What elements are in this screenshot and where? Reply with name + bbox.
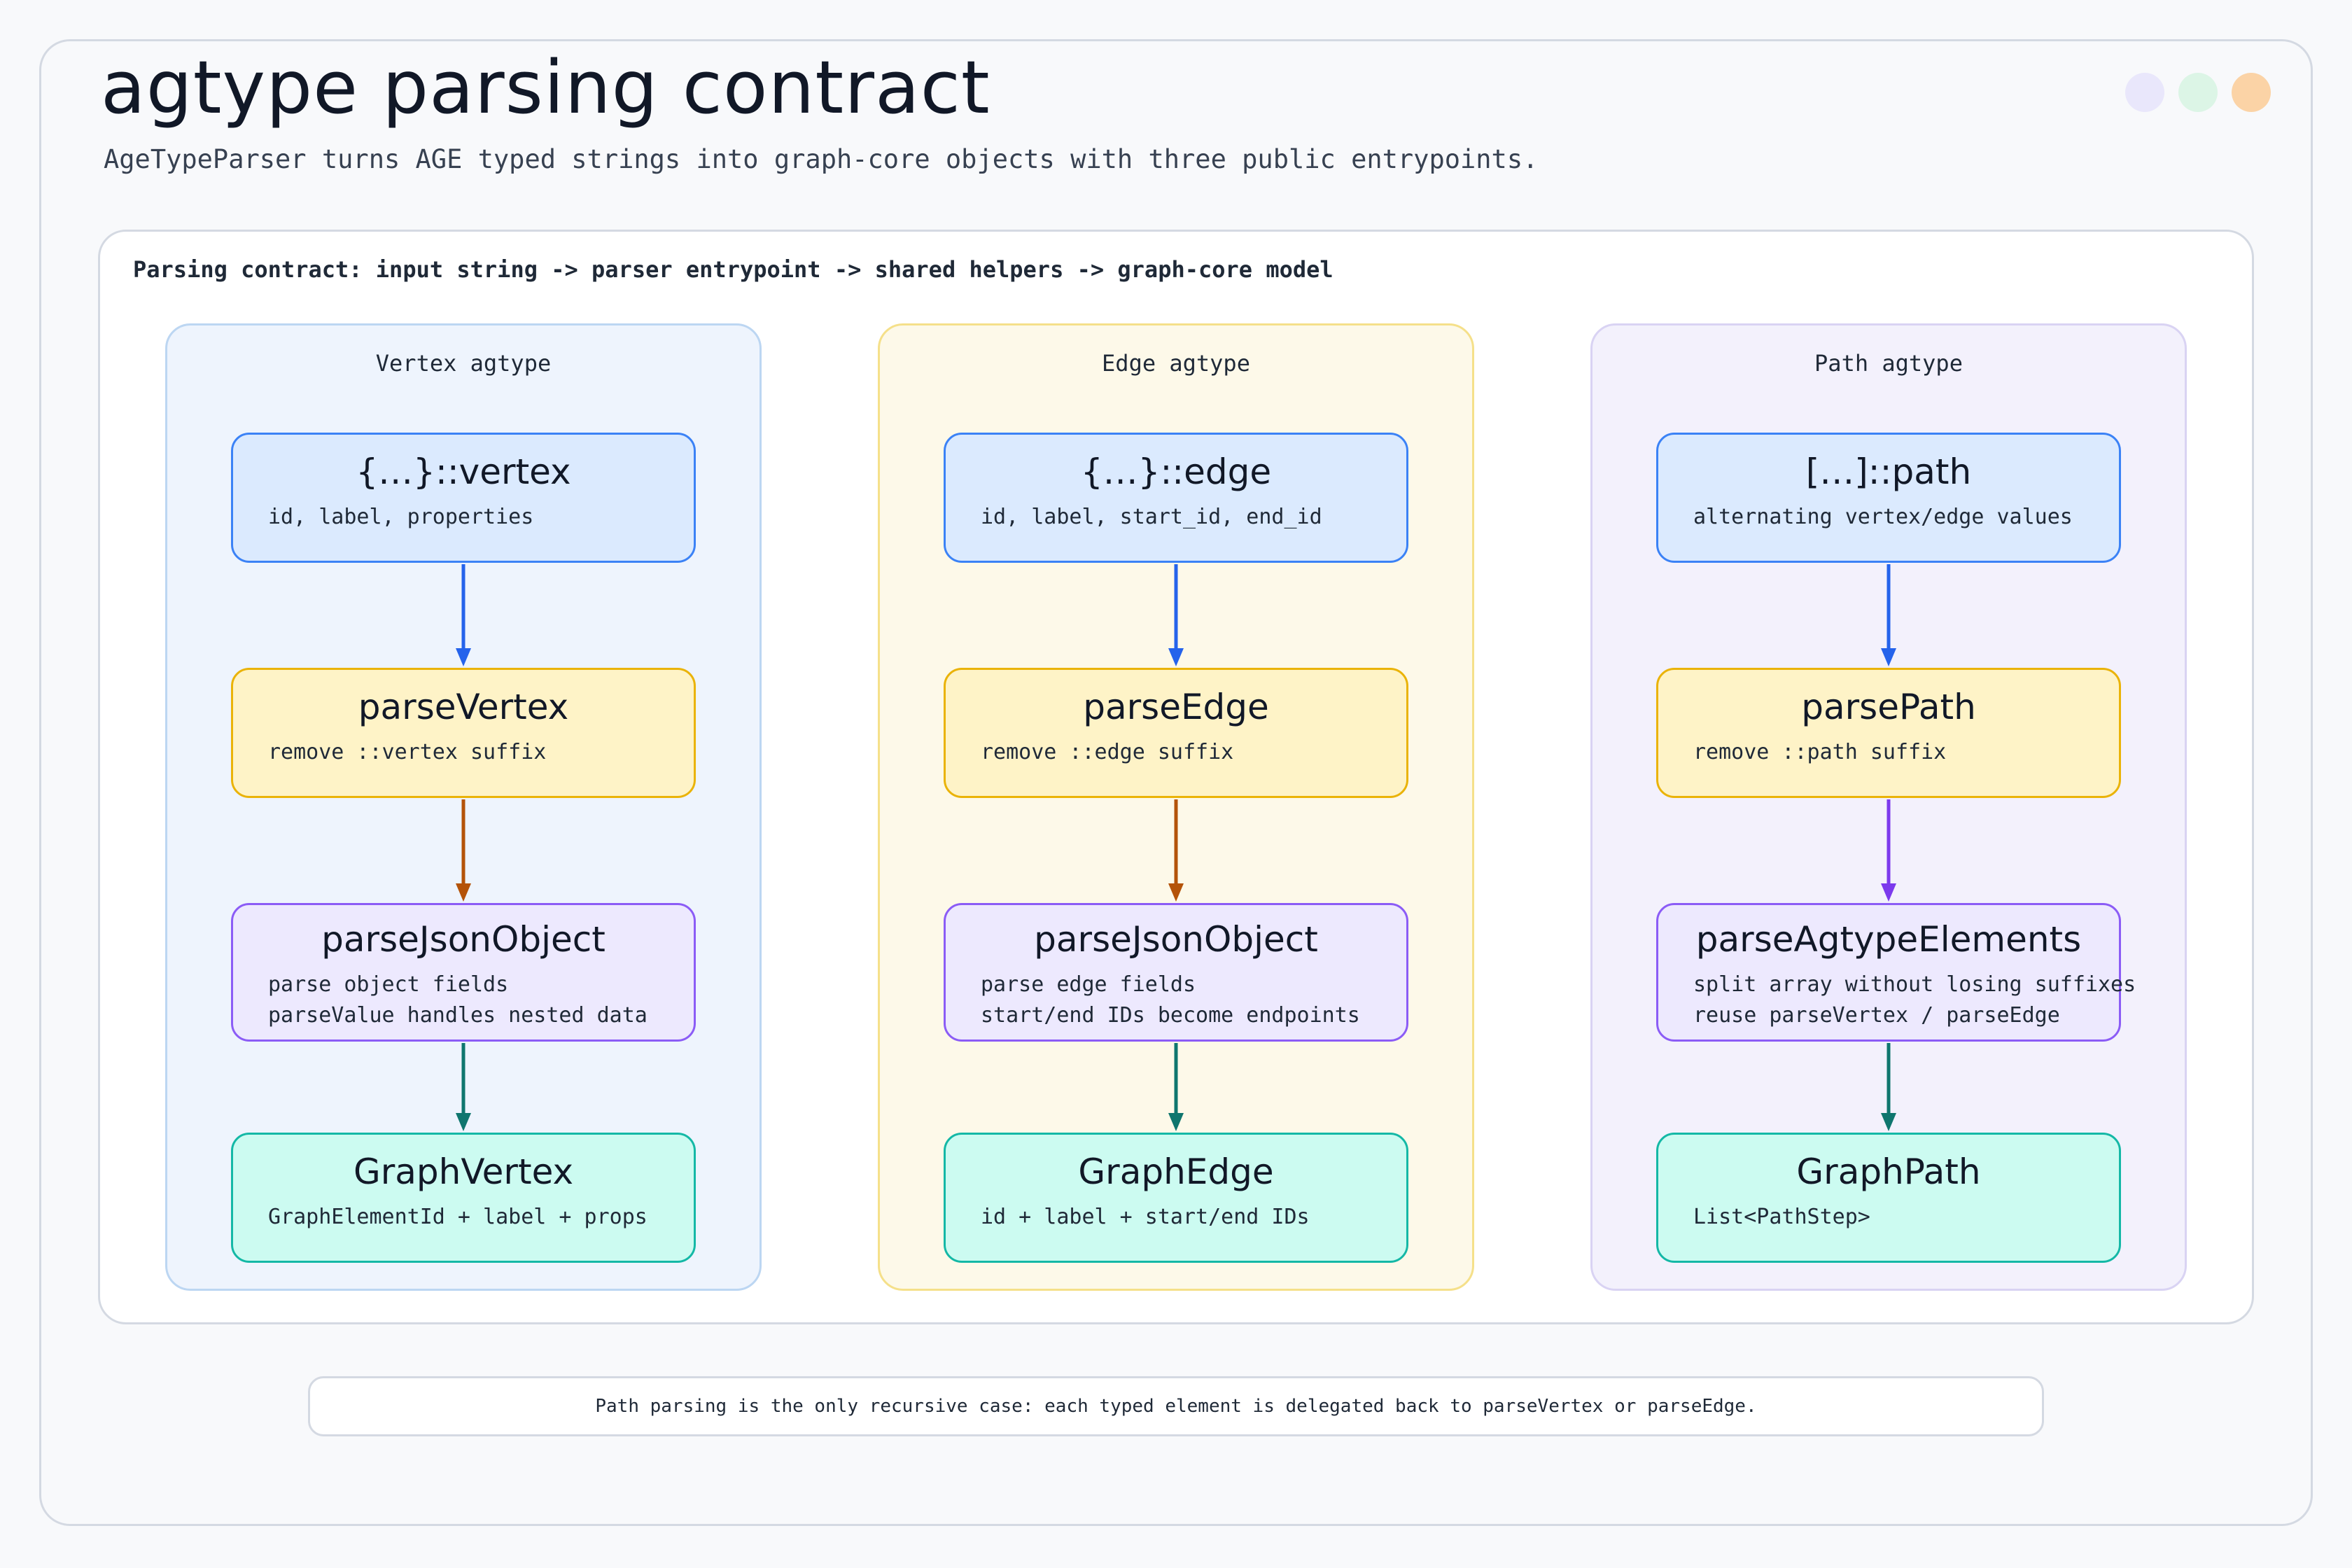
node-vertex-input: {…}::vertex id, label, properties: [231, 433, 696, 563]
node-graph-path: GraphPath List<PathStep>: [1656, 1133, 2121, 1263]
node-desc-line: start/end IDs become endpoints: [981, 1003, 1360, 1028]
node-desc-line: GraphElementId + label + props: [268, 1205, 648, 1229]
node-desc-line: List<PathStep>: [1693, 1205, 1870, 1229]
node-desc-line: parse edge fields: [981, 972, 1196, 997]
node-title: parseVertex: [358, 687, 569, 727]
node-desc-line: split array without losing suffixes: [1693, 972, 2136, 997]
node-desc-line: id, label, start_id, end_id: [981, 505, 1322, 529]
column-title-edge: Edge agtype: [1102, 350, 1250, 377]
window-dot-lavender: [2125, 73, 2164, 112]
footer-note: Path parsing is the only recursive case:…: [308, 1376, 2044, 1436]
arrow-head: [1168, 1113, 1184, 1131]
arrow-head: [1168, 648, 1184, 666]
node-desc-line: remove ::edge suffix: [981, 740, 1234, 764]
arrow-head: [456, 648, 471, 666]
node-parse-agtype-elements: parseAgtypeElements split array without …: [1656, 903, 2136, 1042]
node-parse-vertex: parseVertex remove ::vertex suffix: [231, 668, 696, 798]
node-title: GraphEdge: [1078, 1152, 1274, 1192]
window-dot-mint: [2178, 73, 2218, 112]
panel-caption: Parsing contract: input string -> parser…: [133, 256, 1334, 283]
node-edge-input: {…}::edge id, label, start_id, end_id: [944, 433, 1408, 563]
node-desc-line: parse object fields: [268, 972, 509, 997]
node-desc-line: remove ::path suffix: [1693, 740, 1947, 764]
window-dot-orange: [2232, 73, 2271, 112]
node-parse-path: parsePath remove ::path suffix: [1656, 668, 2121, 798]
node-title: GraphVertex: [353, 1152, 574, 1192]
node-title: parseJsonObject: [321, 919, 606, 960]
node-title: {…}::edge: [1080, 451, 1272, 492]
node-parse-json-object-vertex: parseJsonObject parse object fields pars…: [231, 903, 696, 1042]
node-title: parsePath: [1801, 687, 1976, 727]
node-graph-edge: GraphEdge id + label + start/end IDs: [944, 1133, 1408, 1263]
node-parse-edge: parseEdge remove ::edge suffix: [944, 668, 1408, 798]
arrow-head: [1881, 648, 1896, 666]
column-title-vertex: Vertex agtype: [375, 350, 552, 377]
arrow-head: [1168, 883, 1184, 902]
arrow-head: [1881, 1113, 1896, 1131]
column-title-path: Path agtype: [1814, 350, 1963, 377]
node-title: parseAgtypeElements: [1695, 919, 2082, 960]
node-desc-line: remove ::vertex suffix: [268, 740, 547, 764]
node-title: GraphPath: [1796, 1152, 1981, 1192]
node-desc-line: id + label + start/end IDs: [981, 1205, 1310, 1229]
page-title: agtype parsing contract: [101, 45, 990, 130]
node-desc-line: reuse parseVertex / parseEdge: [1693, 1003, 2060, 1028]
node-desc-line: parseValue handles nested data: [268, 1003, 648, 1028]
node-desc-line: id, label, properties: [268, 505, 534, 529]
node-title: parseEdge: [1083, 687, 1269, 727]
arrow-head: [456, 883, 471, 902]
node-desc-line: alternating vertex/edge values: [1693, 505, 2073, 529]
node-path-input: […]::path alternating vertex/edge values: [1656, 433, 2121, 563]
arrow-head: [1881, 883, 1896, 902]
node-title: […]::path: [1805, 451, 1972, 492]
node-title: parseJsonObject: [1034, 919, 1318, 960]
page-subtitle: AgeTypeParser turns AGE typed strings in…: [104, 144, 1539, 174]
node-parse-json-object-edge: parseJsonObject parse edge fields start/…: [944, 903, 1408, 1042]
arrow-head: [456, 1113, 471, 1131]
node-title: {…}::vertex: [356, 451, 571, 492]
node-graph-vertex: GraphVertex GraphElementId + label + pro…: [231, 1133, 696, 1263]
